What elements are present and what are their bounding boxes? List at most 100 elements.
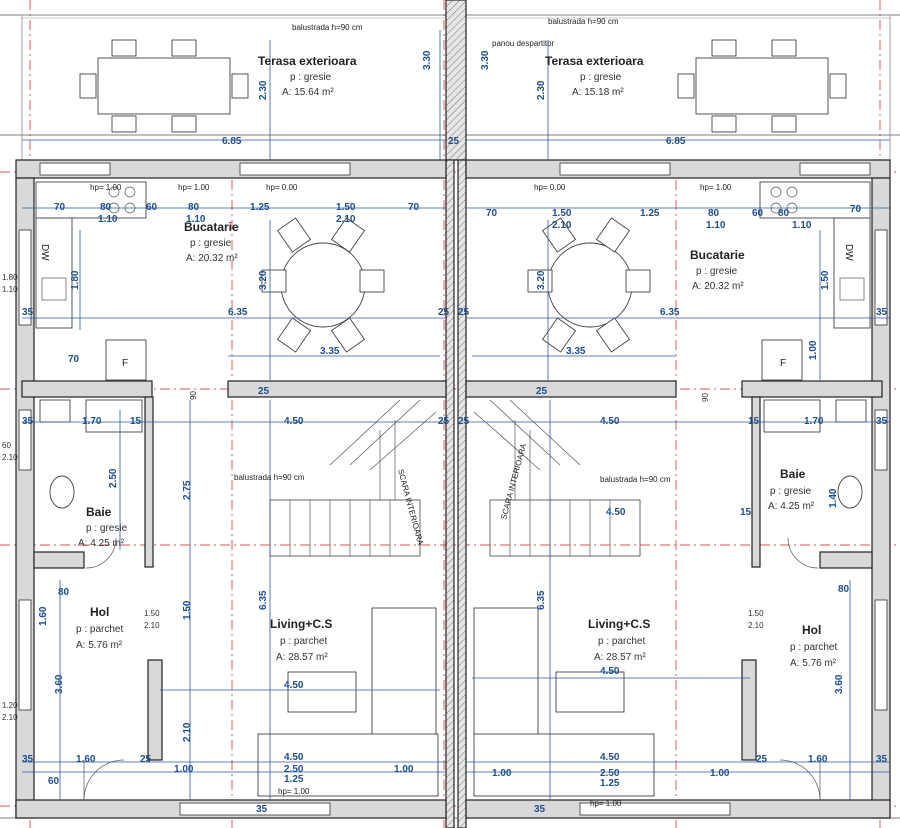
dim-35-base-left: 35 (256, 804, 268, 815)
dim-35-bath-right: 35 (876, 416, 888, 427)
balustrade-stair-left: balustrada h=90 cm (234, 473, 305, 482)
dim-360-right: 3.60 (834, 674, 845, 694)
balustrade-top-right: balustrada h=90 cm (548, 17, 619, 26)
bath-left-area: A: 4.25 m² (78, 538, 125, 549)
dim-terrace-right-width: 6.85 (666, 136, 686, 147)
kitchen-furniture-right (527, 181, 871, 381)
dishwasher-right: DW (843, 244, 854, 261)
living-left-name: Living+C.S (270, 617, 332, 631)
dim-35-bath-left: 35 (22, 416, 34, 427)
living-right-area: A: 28.57 m² (594, 652, 646, 663)
dimension-lines (22, 30, 890, 800)
dim-320-right: 3.20 (536, 270, 547, 290)
hp-living-left: hp= 1.00 (278, 787, 310, 796)
dimension-labels: 6.85 6.85 3.30 3.30 2.30 2.30 25 70 80 6… (2, 50, 888, 815)
hp-kitchen-left-2: hp= 1.00 (178, 183, 210, 192)
dim-sm-210-hall: 2.10 (144, 621, 160, 630)
stair-label-left: SCARA INTERIOARA (396, 468, 425, 547)
dim-60-bottom-left: 60 (48, 776, 60, 787)
windows (18, 162, 888, 816)
terrace-left-floor: p : gresie (290, 72, 332, 83)
fridge-right: F (780, 358, 786, 369)
bath-right-area: A: 4.25 m² (768, 501, 815, 512)
terrace-table-left (79, 39, 249, 133)
dim-320-left: 3.20 (258, 270, 269, 290)
walls (15, 0, 891, 828)
dim-360-left: 3.60 (54, 674, 65, 694)
kitchen-left-name: Bucatarie (184, 220, 239, 234)
dim-635-v-right: 6.35 (536, 590, 547, 610)
balustrade-stair-right: balustrada h=90 cm (600, 475, 671, 484)
dim-210-right: 2.10 (552, 220, 572, 231)
dim-70-right: 70 (486, 208, 498, 219)
dim-450-bottom-left: 4.50 (284, 752, 304, 763)
dim-100-right-v: 1.00 (808, 340, 819, 360)
hp-kitchen-left: hp= 1.00 (90, 183, 122, 192)
stairs-right (473, 399, 641, 557)
dim-60-left: 60 (146, 202, 158, 213)
living-furniture-left (257, 607, 439, 797)
dim-635-right: 6.35 (660, 307, 680, 318)
bath-fixtures-right (763, 399, 867, 509)
dim-110-left: 1.10 (98, 214, 118, 225)
terrace-right-area: A: 15.18 m² (572, 87, 624, 98)
dim-635-left: 6.35 (228, 307, 248, 318)
living-right-name: Living+C.S (588, 617, 650, 631)
terrace-left-area: A: 15.64 m² (282, 87, 334, 98)
hall-right-area: A: 5.76 m² (790, 658, 837, 669)
dim-210-living-left: 2.10 (182, 722, 193, 742)
dim-450-right: 4.50 (600, 416, 620, 427)
kitchen-left-floor: p : gresie (190, 238, 232, 249)
stair-label-right: SCARA INTERIOARA (499, 442, 528, 521)
dim-35-left: 35 (22, 307, 34, 318)
dim-70-right-2: 70 (850, 204, 862, 215)
dim-35-bottom-left: 35 (22, 754, 34, 765)
hall-left-area: A: 5.76 m² (76, 640, 123, 651)
dim-70-left-2: 70 (408, 202, 420, 213)
dim-170-right: 1.70 (804, 416, 824, 427)
dim-635-v-left: 6.35 (258, 590, 269, 610)
dim-70-v-left: 70 (68, 354, 80, 365)
dim-335-right: 3.35 (566, 346, 586, 357)
dim-35-bottom-right: 35 (876, 754, 888, 765)
dim-140-right: 1.40 (828, 488, 839, 508)
hall-left-floor: p : parchet (76, 624, 123, 635)
dim-25-stair-right: 25 (536, 386, 548, 397)
terrace-right-floor: p : gresie (580, 72, 622, 83)
dim-100-bottom-left-2: 1.00 (394, 764, 414, 775)
dim-25-left-b: 25 (438, 416, 450, 427)
dim-450-left: 4.50 (284, 416, 304, 427)
dim-sm-60-left: 60 (2, 441, 11, 450)
dim-sm-150-hall: 1.50 (144, 609, 160, 618)
terrace-left-name: Terasa exterioara (258, 54, 357, 68)
hall-left-name: Hol (90, 605, 109, 619)
dim-35-right: 35 (876, 307, 888, 318)
dim-100-bottom-left: 1.00 (174, 764, 194, 775)
living-left-area: A: 28.57 m² (276, 652, 328, 663)
bath-right-name: Baie (780, 467, 806, 481)
dim-25-stair-left: 25 (258, 386, 270, 397)
dim-25-bottom-right: 25 (756, 754, 768, 765)
dim-60-right: 60 (752, 208, 764, 219)
kitchen-right-name: Bucatarie (690, 248, 745, 262)
dim-110-left-2: 1.10 (186, 214, 206, 225)
dim-170-left: 1.70 (82, 416, 102, 427)
dim-80-left-2: 80 (188, 202, 200, 213)
dim-110-right-2: 1.10 (792, 220, 812, 231)
dim-15-left: 15 (130, 416, 142, 427)
living-left-floor: p : parchet (280, 636, 327, 647)
dim-25-kitchen-left: 25 (438, 307, 450, 318)
dim-sm-90-l: 90 (189, 391, 198, 400)
terrace-table-right (677, 39, 847, 133)
dim-party-wall-25: 25 (448, 136, 460, 147)
dim-70-left: 70 (54, 202, 66, 213)
dim-125-bottom-left: 1.25 (284, 774, 304, 785)
dim-sm-90-r: 90 (701, 393, 710, 402)
dim-450-bottom-right: 4.50 (600, 752, 620, 763)
dim-sm-180-left: 1.80 (2, 273, 18, 282)
dim-150-left: 1.50 (336, 202, 356, 213)
dim-sm-120-left: 1.20 (2, 701, 18, 710)
hall-right-floor: p : parchet (790, 642, 837, 653)
dim-160-left: 1.60 (38, 606, 49, 626)
